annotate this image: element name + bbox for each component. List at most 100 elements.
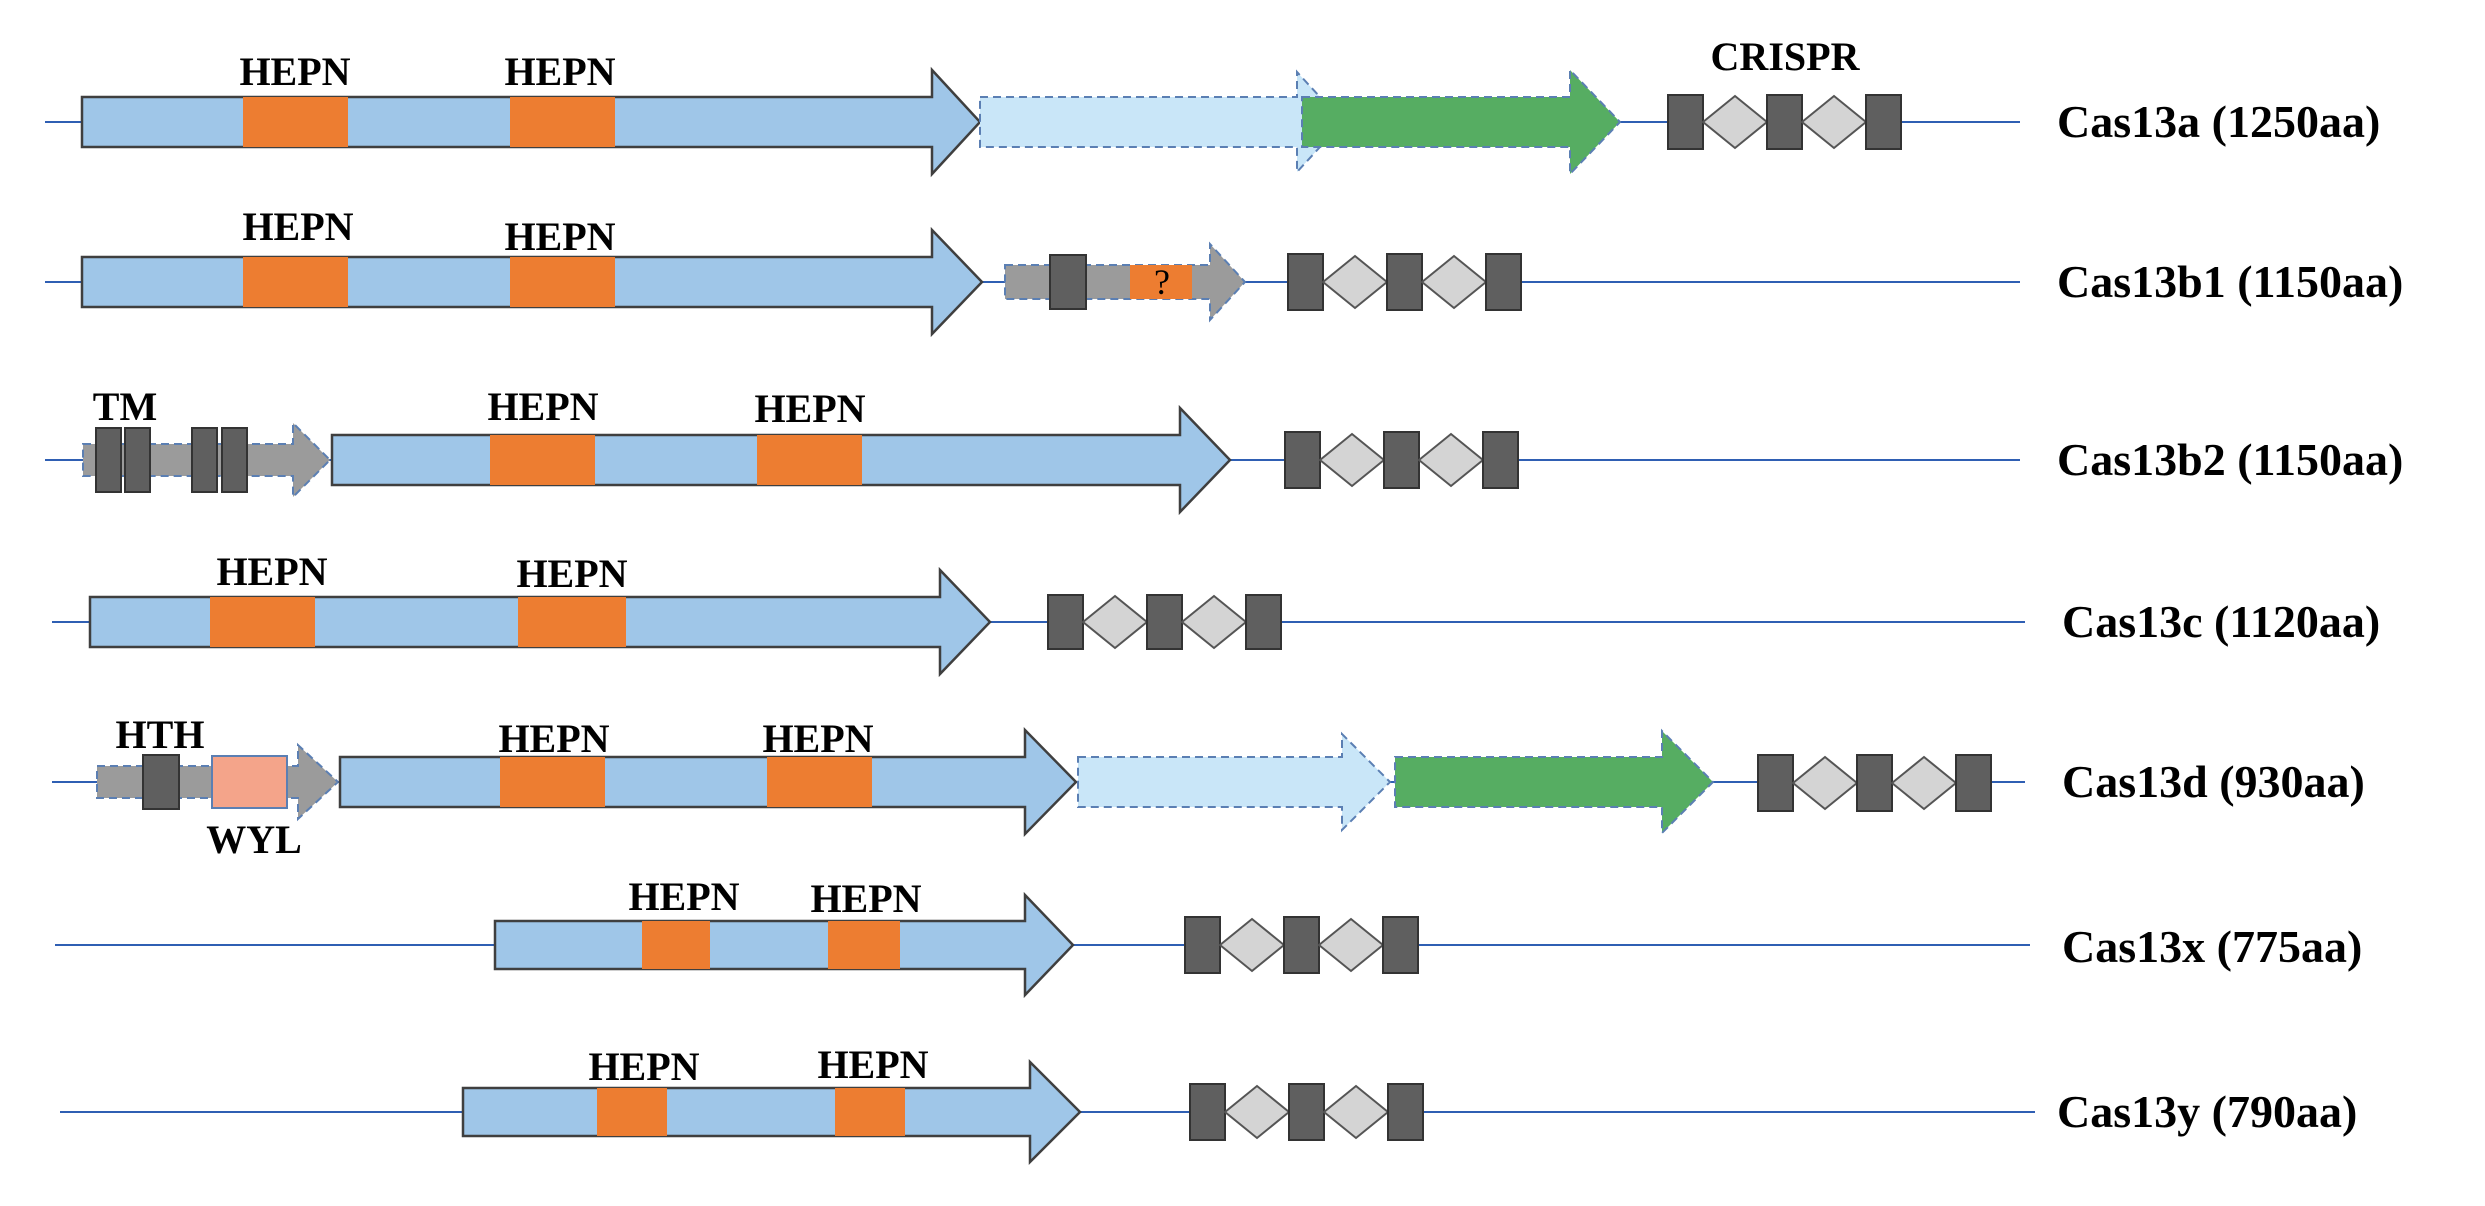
hepn-domain [490,435,595,485]
crispr-spacer [1081,594,1149,650]
hepn-label: HEPN [242,204,353,249]
cas13x-name: Cas13x (775aa) [2062,921,2362,972]
locus-row-cas13b1: ? HEPN HEPN Cas13b1 (1150aa) [45,204,2403,338]
crispr-repeat [1382,916,1419,974]
crispr-repeat [1245,594,1282,650]
crispr-spacer [1322,1084,1390,1140]
cas13x-gene-arrow [493,891,1075,999]
hepn-label: HEPN [239,49,350,94]
wyl-label: WYL [206,817,302,862]
cas13d-name: Cas13d (930aa) [2062,756,2365,807]
cas13y-gene-arrow [461,1058,1082,1166]
hepn-domain [828,921,900,969]
hepn-domain [767,757,872,807]
hepn-domain [518,597,626,647]
crispr-spacer [1223,1084,1291,1140]
crispr-repeat [1667,94,1704,150]
tm-segment [221,427,248,493]
hepn-label: HEPN [628,874,739,919]
locus-row-cas13y: HEPN HEPN Cas13y (790aa) [60,1042,2357,1166]
crispr-array [1047,594,1282,650]
crispr-array [1287,253,1522,311]
hepn-label: HEPN [216,549,327,594]
locus-row-cas13d: HTH WYL HEPN HEPN Cas13d (930aa) [52,712,2365,862]
crispr-repeat [1383,431,1420,489]
crispr-repeat [1766,94,1803,150]
crispr-repeat [1482,431,1519,489]
cas13c-name: Cas13c (1120aa) [2062,596,2380,647]
wyl-domain [211,755,288,809]
crispr-spacer [1321,254,1389,310]
hth-domain [142,754,180,810]
crispr-spacer [1791,755,1859,811]
tm-segment [191,427,218,493]
accessory-gene-arrow-green [1394,728,1715,836]
crispr-label: CRISPR [1711,34,1861,79]
cas13d-gene-arrow [338,726,1078,838]
hepn-label: HEPN [504,214,615,259]
unknown-domain [1130,265,1192,299]
crispr-spacer [1180,594,1248,650]
hth-label: HTH [116,712,205,757]
cas13b1-name: Cas13b1 (1150aa) [2057,256,2403,307]
crispr-repeat [1288,1083,1325,1141]
crispr-spacer [1800,94,1868,150]
hepn-domain [243,97,348,147]
crispr-repeat [1386,253,1423,311]
unknown-domain-label: ? [1154,262,1170,302]
crispr-array [1667,94,1902,150]
hepn-label: HEPN [504,49,615,94]
locus-row-cas13x: HEPN HEPN Cas13x (775aa) [55,874,2362,999]
tm-segment [124,427,151,493]
hepn-label: HEPN [487,384,598,429]
hepn-label: HEPN [754,386,865,431]
crispr-spacer [1218,917,1286,973]
locus-row-cas13b2: TM HEPN HEPN Cas13b2 (1150aa) [45,384,2403,516]
crispr-array [1189,1083,1424,1141]
locus-row-cas13c: HEPN HEPN Cas13c (1120aa) [52,549,2380,678]
hepn-domain [510,257,615,307]
hepn-domain [243,257,348,307]
hepn-label: HEPN [762,716,873,761]
accessory-gene-arrow [979,69,1345,175]
crispr-repeat [1955,754,1992,812]
hepn-domain [757,435,862,485]
crispr-repeat [1047,594,1084,650]
crispr-repeat [1146,594,1183,650]
crispr-spacer [1420,254,1488,310]
hepn-label: HEPN [817,1042,928,1087]
crispr-repeat [1856,754,1893,812]
cas13a-name: Cas13a (1250aa) [2057,96,2380,147]
crispr-spacer [1317,917,1385,973]
hepn-label: HEPN [810,876,921,921]
tm-segment [95,427,122,493]
tm-label: TM [93,384,157,429]
crispr-array [1184,916,1419,974]
crispr-repeat [1865,94,1902,150]
crispr-repeat [1283,916,1320,974]
locus-row-cas13a: HEPN HEPN CRISPR Cas13a (1250aa) [45,34,2380,178]
accessory-gene-arrow-grey [1004,241,1247,323]
hepn-domain [835,1088,905,1136]
accessory-gene-arrow-green [1301,67,1622,177]
crispr-repeat [1189,1083,1226,1141]
crispr-spacer [1890,755,1958,811]
hepn-domain [597,1088,667,1136]
hepn-label: HEPN [588,1044,699,1089]
hepn-domain [642,921,710,969]
crispr-repeat [1287,253,1324,311]
crispr-repeat [1485,253,1522,311]
hepn-label: HEPN [516,551,627,596]
hepn-domain [500,757,605,807]
hepn-domain [510,97,615,147]
cas13b2-name: Cas13b2 (1150aa) [2057,434,2403,485]
crispr-repeat [1387,1083,1424,1141]
crispr-array [1284,431,1519,489]
crispr-repeat [1184,916,1221,974]
crispr-spacer [1417,432,1485,488]
hepn-label: HEPN [498,716,609,761]
hepn-domain [210,597,315,647]
crispr-spacer [1318,432,1386,488]
tm-segment [1049,254,1087,310]
